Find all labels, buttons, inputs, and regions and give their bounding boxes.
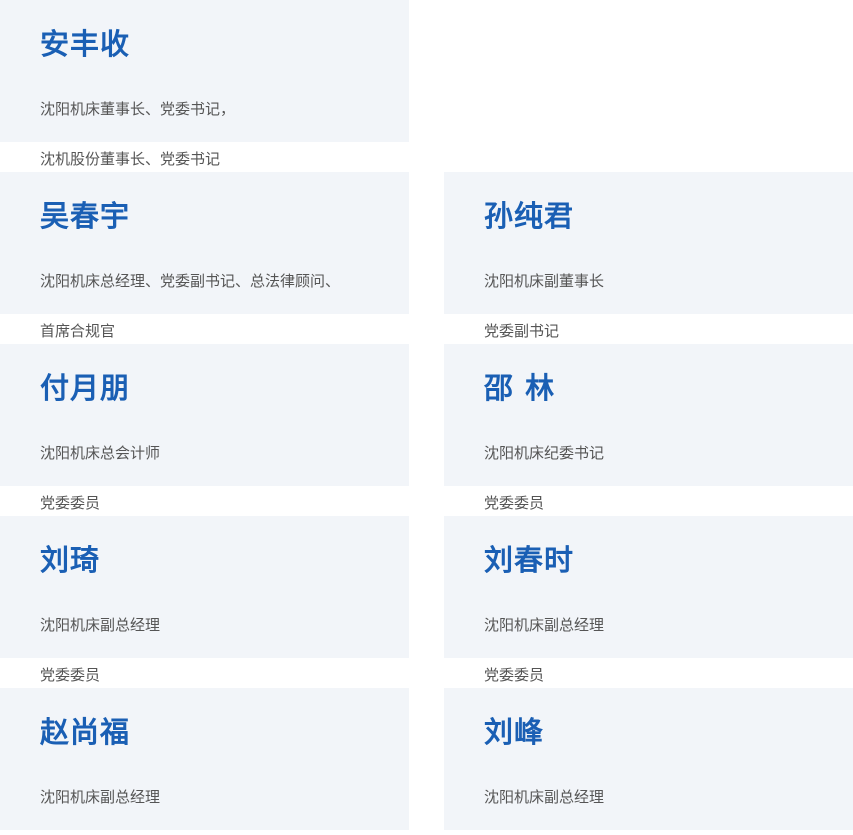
leader-title-line: 沈阳机床副总经理 [484,616,605,634]
leader-title: 沈阳机床副总经理 [40,760,409,835]
leader-title-line: 党委委员 [40,666,101,684]
leader-title-line: 沈阳机床副总经理 [40,788,161,806]
leader-title-line: 沈阳机床副总经理 [40,616,161,634]
leader-title: 沈阳机床副董事长 党委副书记 [484,244,853,369]
leader-card-liu-qi: 刘琦 沈阳机床副总经理 党委委员 [0,516,409,684]
leader-name: 赵尚福 [40,715,131,749]
leader-title: 沈阳机床总经理、党委副书记、总法律顾问、 首席合规官 [40,244,409,369]
leader-title-line: 党委副书记 [484,322,560,340]
leader-name: 刘琦 [40,543,101,577]
leader-card-zhao-shangfu: 赵尚福 沈阳机床副总经理 [0,688,409,830]
leader-title-line: 党委委员 [40,494,101,512]
leader-title-line: 沈阳机床总会计师 [40,444,161,462]
leader-name: 孙纯君 [484,199,575,233]
leader-title-line: 沈阳机床纪委书记 [484,444,605,462]
leader-title: 沈阳机床纪委书记 党委委员 [484,416,853,541]
leader-title-line: 沈阳机床副总经理 [484,788,605,806]
leader-title: 沈阳机床副总经理 党委委员 [484,588,853,713]
leader-title-line: 党委委员 [484,494,545,512]
leader-name: 吴春宇 [40,199,131,233]
leader-name: 刘春时 [484,543,575,577]
leader-card-sun-chunjun: 孙纯君 沈阳机床副董事长 党委副书记 [444,172,853,340]
leader-title-line: 首席合规官 [40,322,116,340]
leader-title: 沈阳机床总会计师 党委委员 [40,416,409,541]
leader-card-an-fengshou: 安丰收 沈阳机床董事长、党委书记， 沈机股份董事长、党委书记 [0,0,409,168]
leader-title-line: 沈阳机床副董事长 [484,272,605,290]
leader-name: 付月朋 [40,371,131,405]
leader-name: 安丰收 [40,27,131,61]
leader-name: 邵 林 [484,371,556,405]
leader-title-line: 党委委员 [484,666,545,684]
leader-title-line: 沈机股份董事长、党委书记 [40,150,221,168]
leader-card-liu-feng: 刘峰 沈阳机床副总经理 [444,688,853,830]
leader-title: 沈阳机床副总经理 [484,760,853,835]
leader-card-wu-chunyu: 吴春宇 沈阳机床总经理、党委副书记、总法律顾问、 首席合规官 [0,172,409,340]
leader-title: 沈阳机床副总经理 党委委员 [40,588,409,713]
leader-card-shao-lin: 邵 林 沈阳机床纪委书记 党委委员 [444,344,853,512]
leader-title-line: 沈阳机床总经理、党委副书记、总法律顾问、 [40,272,341,290]
leader-title: 沈阳机床董事长、党委书记， 沈机股份董事长、党委书记 [40,72,409,197]
leader-title-line: 沈阳机床董事长、党委书记， [40,100,236,118]
leader-name: 刘峰 [484,715,545,749]
leader-card-fu-yuepeng: 付月朋 沈阳机床总会计师 党委委员 [0,344,409,512]
leader-card-liu-chunshi: 刘春时 沈阳机床副总经理 党委委员 [444,516,853,684]
